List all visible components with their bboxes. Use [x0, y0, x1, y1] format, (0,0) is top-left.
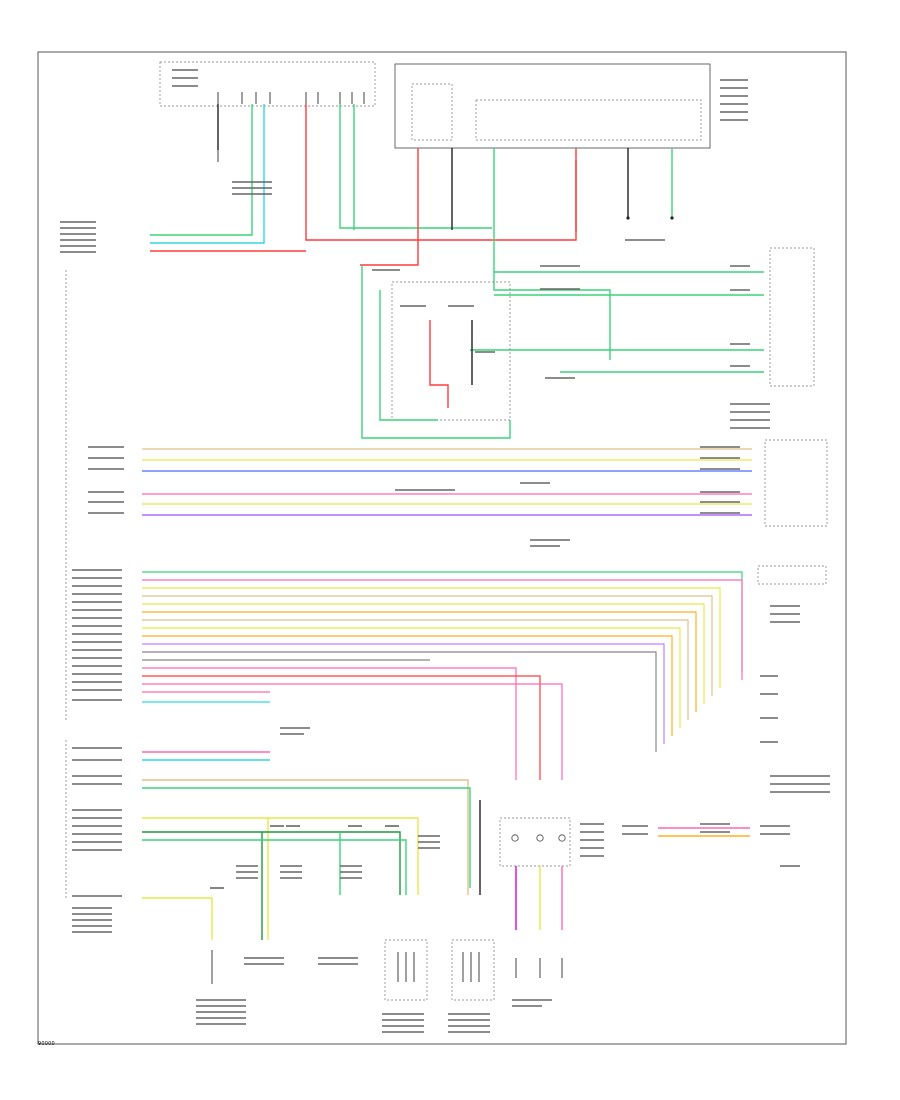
switch-contact — [558, 834, 566, 842]
wire-green-relay — [379, 290, 438, 421]
wire-cyan-left — [150, 104, 265, 244]
wire-green-module-drop — [493, 148, 611, 360]
switch-box — [769, 247, 815, 387]
wire-gray-bus2 — [142, 651, 657, 752]
wire-green-lower-2 — [142, 839, 407, 895]
wire-orange-bus2-2 — [142, 635, 673, 736]
wire-yellow-bus2-2 — [142, 603, 705, 704]
wire-green-lower — [142, 787, 471, 888]
wire-violet-bus2 — [142, 643, 665, 744]
switch-contact — [536, 834, 544, 842]
top-right-module — [394, 63, 711, 149]
page-label: 90000 — [38, 1041, 55, 1047]
speed-control-switch — [499, 817, 571, 867]
relay-box — [391, 281, 511, 421]
wire-dkgreen-lower — [142, 831, 401, 895]
wire-pink-down-1 — [142, 667, 517, 780]
diagram-frame — [37, 51, 847, 1045]
wire-pink-bus2 — [142, 579, 743, 680]
wire-red-relay — [429, 320, 449, 408]
output-speed-sensor — [451, 939, 495, 1001]
wire-green-left — [150, 104, 253, 236]
module-sub-block-a — [411, 83, 453, 141]
wire-yellow-lower — [142, 817, 419, 895]
wire-yellow-drop-2 — [142, 897, 213, 940]
wire-tan-lower — [142, 779, 469, 895]
right-connector-bus2 — [757, 565, 827, 585]
right-connector-bus1 — [764, 439, 828, 527]
connector-terminal — [626, 216, 630, 220]
wire-red-top-loop — [305, 104, 577, 241]
wire-orange-bus2 — [142, 611, 697, 712]
switch-contact — [511, 834, 519, 842]
wire-tan-bus2-1 — [142, 595, 713, 696]
module-sub-block-b — [475, 99, 702, 141]
wire-tan-bus2-2 — [142, 619, 689, 720]
wire-green-mid — [339, 104, 492, 229]
wire-pink-down-2 — [142, 683, 563, 780]
wire-red-module-drop — [360, 148, 419, 266]
top-left-connector-block — [159, 61, 376, 107]
wire-yellow-bus2-3 — [142, 627, 681, 728]
wire-green-relay-loop — [361, 265, 511, 439]
wire-yellow-bus2-1 — [142, 587, 721, 688]
wire-red-down — [142, 675, 541, 780]
wire-green-bus2 — [142, 571, 743, 672]
connector-terminal — [670, 216, 674, 220]
input-speed-sensor — [384, 939, 428, 1001]
